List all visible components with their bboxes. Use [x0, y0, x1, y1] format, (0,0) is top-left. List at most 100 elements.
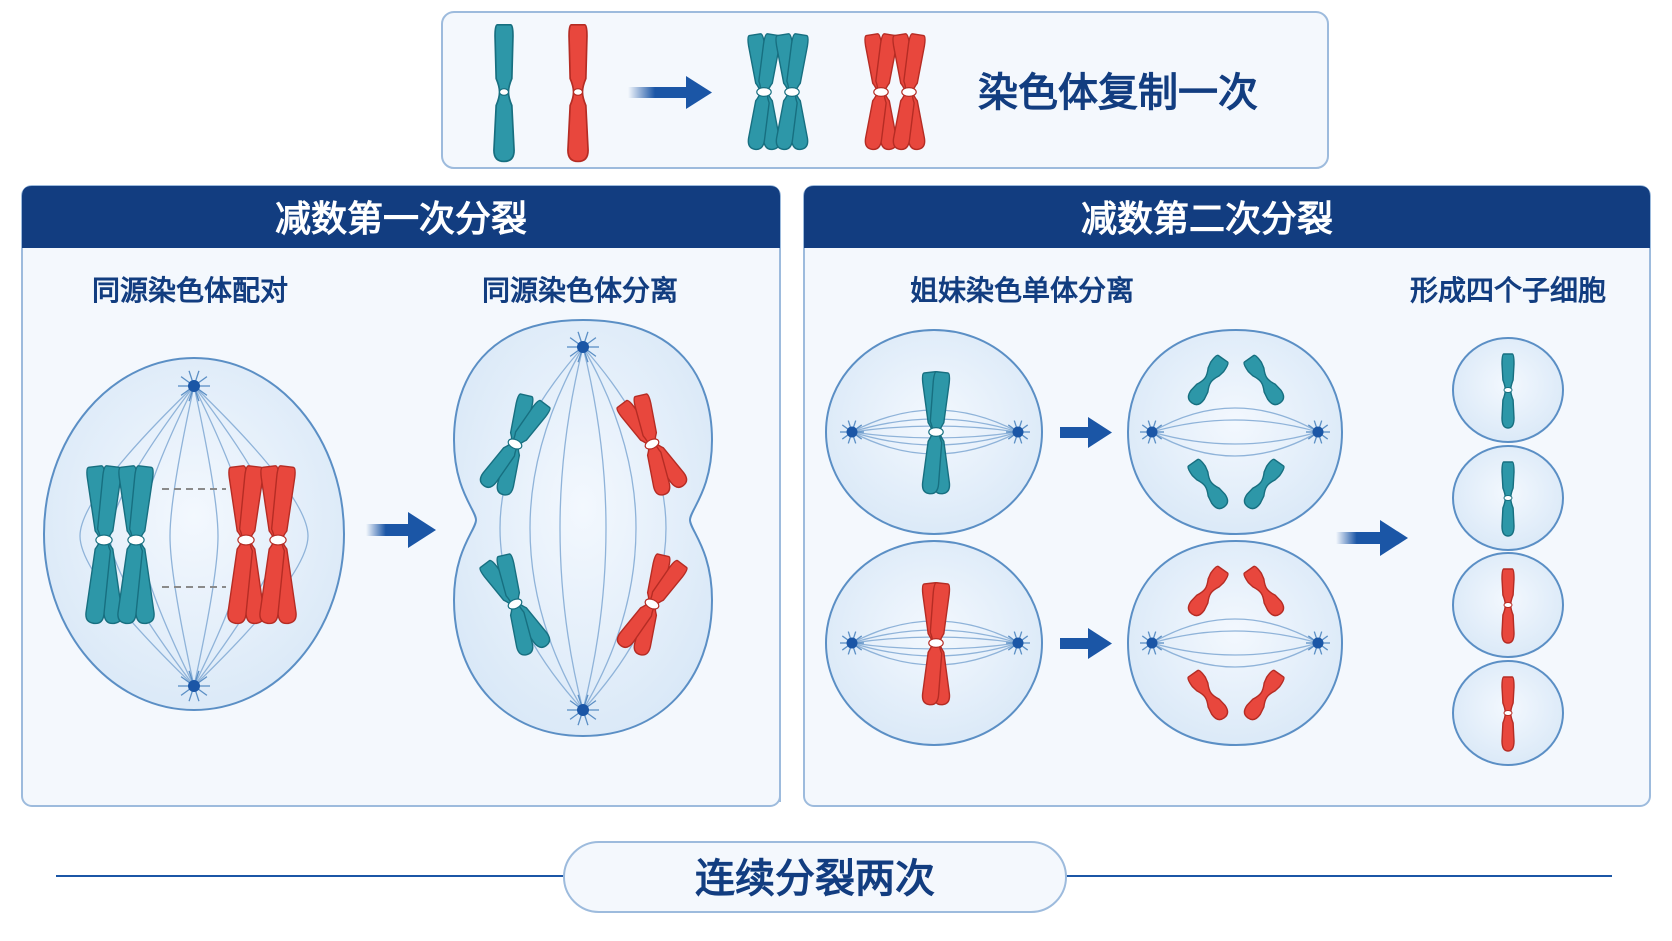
separated-chromosome-red-lower	[616, 553, 688, 656]
spindle-fiber	[193, 535, 219, 687]
meiosis2-header: 减数第二次分裂	[1081, 199, 1333, 240]
separated-chromatid	[1187, 354, 1229, 406]
daughter-cells	[1452, 337, 1564, 766]
spindle-fiber	[559, 527, 584, 711]
chromatid	[1187, 458, 1229, 510]
daughter-cell	[1452, 660, 1564, 766]
separated-chromatid	[1187, 458, 1229, 510]
centrosome	[1146, 426, 1158, 438]
meiosis1-arrow	[366, 512, 436, 548]
centromere	[901, 86, 917, 98]
spindle-fiber	[1151, 618, 1319, 644]
spindle-fiber	[1151, 642, 1319, 656]
meiosis1-header-bar	[22, 186, 780, 248]
chromatid	[1243, 669, 1285, 721]
replicated-chromosome	[892, 33, 926, 151]
separated-chromatid	[1243, 354, 1285, 406]
meiosis1-header: 减数第一次分裂	[275, 199, 527, 240]
sister-chromatid-separation-label: 姐妹染色单体分离	[910, 274, 1134, 307]
chromatid	[1243, 458, 1285, 510]
homolog-separation-label: 同源染色体分离	[482, 274, 678, 307]
spindle-fiber	[193, 385, 219, 537]
footer-label: 连续分裂两次	[695, 856, 935, 902]
tetrad-teal	[85, 465, 155, 625]
separated-chromatid	[1243, 458, 1285, 510]
separated-chromosome-red-upper	[616, 393, 688, 496]
replication-arrow	[628, 76, 712, 109]
centromere	[928, 637, 944, 649]
centrosome	[1146, 637, 1158, 649]
separated-chromatid	[1187, 565, 1229, 617]
meiosis1-panel: 减数第一次分裂 同源染色体配对 同源染色体分离	[21, 185, 781, 807]
separated-chromatid	[1243, 669, 1285, 721]
centromere	[1503, 495, 1513, 501]
centromere	[1503, 602, 1513, 608]
centromere	[1503, 710, 1513, 716]
daughter-cell	[1452, 552, 1564, 658]
homolog	[227, 465, 265, 625]
anaphase2-cell-red	[1126, 539, 1344, 747]
centromere	[507, 598, 523, 610]
centrosome-top	[188, 380, 200, 392]
meiosis2-arrow-bottom	[1060, 628, 1112, 659]
single-chromosome-red	[567, 23, 589, 163]
spindle-fiber	[1151, 419, 1319, 433]
centromere	[644, 438, 660, 450]
chromatid	[1243, 354, 1285, 406]
centromere	[507, 438, 523, 450]
replicated-chromosomes-red	[864, 33, 926, 151]
centrosome-bottom-2	[577, 704, 589, 716]
spindle-fiber	[1151, 407, 1319, 433]
daughter-cell	[1452, 445, 1564, 551]
meiosis2-cells	[825, 328, 1344, 747]
centromere	[1503, 387, 1513, 393]
meiosis2-arrow-final	[1336, 520, 1408, 556]
spindle-fiber	[1151, 642, 1319, 668]
daughter-chromosome	[1501, 568, 1515, 644]
four-daughter-cells-label: 形成四个子细胞	[1410, 274, 1606, 307]
replication-box: 染色体复制一次	[441, 11, 1329, 169]
spindle-fiber	[1151, 431, 1319, 457]
footer: 连续分裂两次	[56, 841, 1612, 913]
daughter-chromosome	[1501, 461, 1515, 537]
cell-membrane	[1126, 328, 1344, 536]
homolog	[85, 465, 123, 625]
homolog	[117, 465, 155, 625]
chromatid	[1187, 565, 1229, 617]
metaphase2-cell-teal	[825, 329, 1043, 535]
spindle-fiber	[559, 346, 584, 529]
spindle-fiber	[169, 385, 195, 537]
centrosome	[1312, 637, 1324, 649]
centrosome	[1012, 637, 1024, 649]
anaphase2-cell-teal	[1126, 328, 1344, 536]
spindle-fiber	[582, 527, 637, 711]
spindle-fiber	[582, 527, 607, 711]
separating-cell	[452, 318, 714, 738]
replicated-chromosomes-teal	[747, 33, 809, 151]
replicated-chromosome	[775, 33, 809, 151]
separated-chromatid	[1243, 565, 1285, 617]
daughter-cell	[1452, 337, 1564, 443]
chromatid	[1243, 565, 1285, 617]
meiosis2-header-bar	[804, 186, 1650, 248]
spindle-fiber	[1151, 630, 1319, 644]
separated-chromosome-teal-upper	[479, 393, 551, 496]
chromatid	[1187, 669, 1229, 721]
centrosome	[1312, 426, 1324, 438]
separated-chromosome-teal-lower	[479, 553, 551, 656]
separating-cell-membrane	[452, 318, 714, 738]
homolog	[259, 465, 297, 625]
replicated-chromosome	[864, 33, 898, 151]
tetrad-red	[227, 465, 297, 625]
metaphase-chromosome	[921, 371, 951, 495]
centromere	[95, 534, 113, 546]
centromere	[756, 86, 772, 98]
centromere	[269, 534, 287, 546]
meiosis2-arrow-top	[1060, 417, 1112, 448]
centrosome	[1012, 426, 1024, 438]
separated-chromatid	[1187, 669, 1229, 721]
pairing-cell	[43, 357, 345, 711]
metaphase2-cell-red	[825, 540, 1043, 746]
centrosome	[846, 637, 858, 649]
